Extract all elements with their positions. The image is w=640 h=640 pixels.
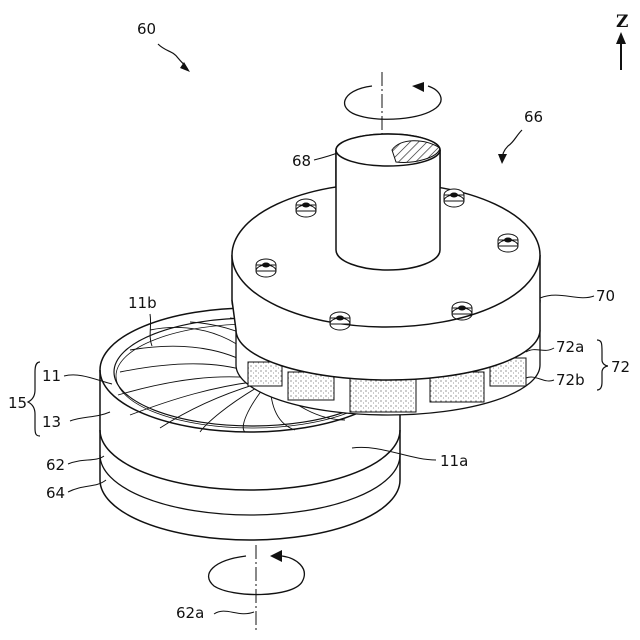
label-pad-upper: 72a bbox=[556, 338, 584, 356]
pad-block bbox=[248, 362, 282, 386]
bottom-rotation-indicator: 62a bbox=[176, 545, 304, 630]
top-rotation-indicator bbox=[345, 72, 441, 140]
label-carrier: 70 bbox=[596, 287, 615, 305]
label-disk-edge: 11a bbox=[440, 452, 468, 470]
label-pad-group: 72 bbox=[611, 358, 630, 376]
leader-60-arrowhead bbox=[180, 62, 190, 72]
label-table-base: 64 bbox=[46, 484, 65, 502]
top-rotation-arrowhead bbox=[412, 82, 424, 92]
label-table-top: 62 bbox=[46, 456, 65, 474]
leader-13 bbox=[70, 412, 110, 421]
carrier bbox=[232, 134, 540, 380]
leader-62a bbox=[214, 611, 254, 614]
leader-66-arrowhead bbox=[498, 154, 507, 164]
z-axis-indicator: Z bbox=[616, 12, 628, 70]
label-device: 60 bbox=[137, 20, 156, 38]
z-axis-label: Z bbox=[616, 12, 628, 32]
label-disk-group: 15 bbox=[8, 394, 27, 412]
label-disk-face: 11b bbox=[128, 294, 157, 312]
label-60-group: 60 bbox=[137, 20, 190, 72]
bracket-15 bbox=[28, 362, 40, 436]
label-disk-upper: 11 bbox=[42, 367, 61, 385]
label-66-group: 66 bbox=[498, 108, 543, 164]
leader-62 bbox=[68, 456, 104, 464]
bottom-rotation-arrowhead bbox=[270, 550, 282, 562]
top-rotation-arrow bbox=[345, 86, 441, 119]
leader-70 bbox=[540, 295, 594, 298]
shaft-front bbox=[336, 150, 440, 270]
pad-block bbox=[350, 378, 416, 412]
label-table-axis: 62a bbox=[176, 604, 204, 622]
table-base-side bbox=[100, 430, 400, 540]
label-pad-lower: 72b bbox=[556, 371, 585, 389]
bracket-72 bbox=[597, 340, 608, 390]
label-head: 66 bbox=[524, 108, 543, 126]
z-axis-arrowhead bbox=[616, 32, 626, 44]
label-shaft: 68 bbox=[292, 152, 311, 170]
label-disk-lower: 13 bbox=[42, 413, 61, 431]
